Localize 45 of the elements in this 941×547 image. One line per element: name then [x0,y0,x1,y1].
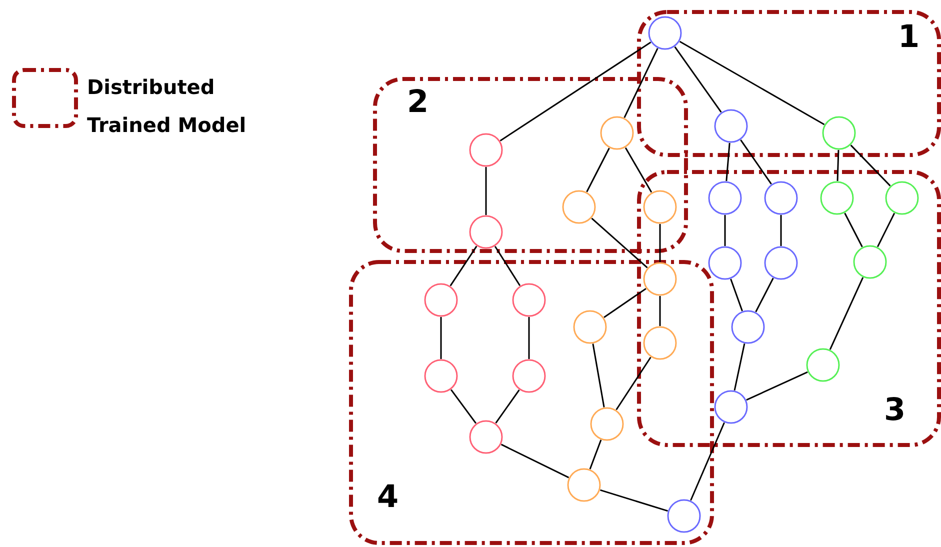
connector-line [730,278,743,312]
connector-line [450,389,477,424]
region-number: 4 [377,482,399,513]
connector-line [746,371,808,401]
connector-line [829,277,864,350]
connector-line [850,144,891,186]
connector-line [494,246,521,286]
connector-line [679,40,825,126]
model-region [349,260,714,545]
connector-line [674,46,722,113]
connector-line [500,444,570,478]
connector-line [600,489,668,512]
connector-line [726,142,730,182]
connector-line [495,389,520,424]
region-number: 2 [407,87,429,118]
connector-line [450,246,478,286]
connector-line [659,224,661,262]
connector-line [589,440,602,470]
region-number: 3 [884,395,906,426]
connector-line [659,296,661,326]
connector-line [586,148,610,192]
model-region [373,77,688,253]
connector-line [500,42,652,142]
model-region [637,170,941,447]
connector-line [755,278,774,312]
connector-line [528,317,530,359]
region-number: 1 [898,22,920,53]
connector-line [724,215,726,246]
connector-line [604,288,646,318]
connector-line [690,422,725,501]
connector-line [485,167,487,215]
connector-line [734,343,746,391]
connector-line [740,140,772,184]
connector-line [592,344,605,408]
connector-line [440,317,442,359]
connector-line [844,212,863,248]
connector-line [616,356,652,410]
legend-text: Distributed Trained Model [87,74,248,139]
connector-line [624,147,652,193]
model-region [637,10,941,157]
connector-line [876,212,896,248]
connector-line [780,215,782,246]
connector-line [591,218,648,268]
connector-line [836,150,840,182]
connector-line [624,48,658,118]
